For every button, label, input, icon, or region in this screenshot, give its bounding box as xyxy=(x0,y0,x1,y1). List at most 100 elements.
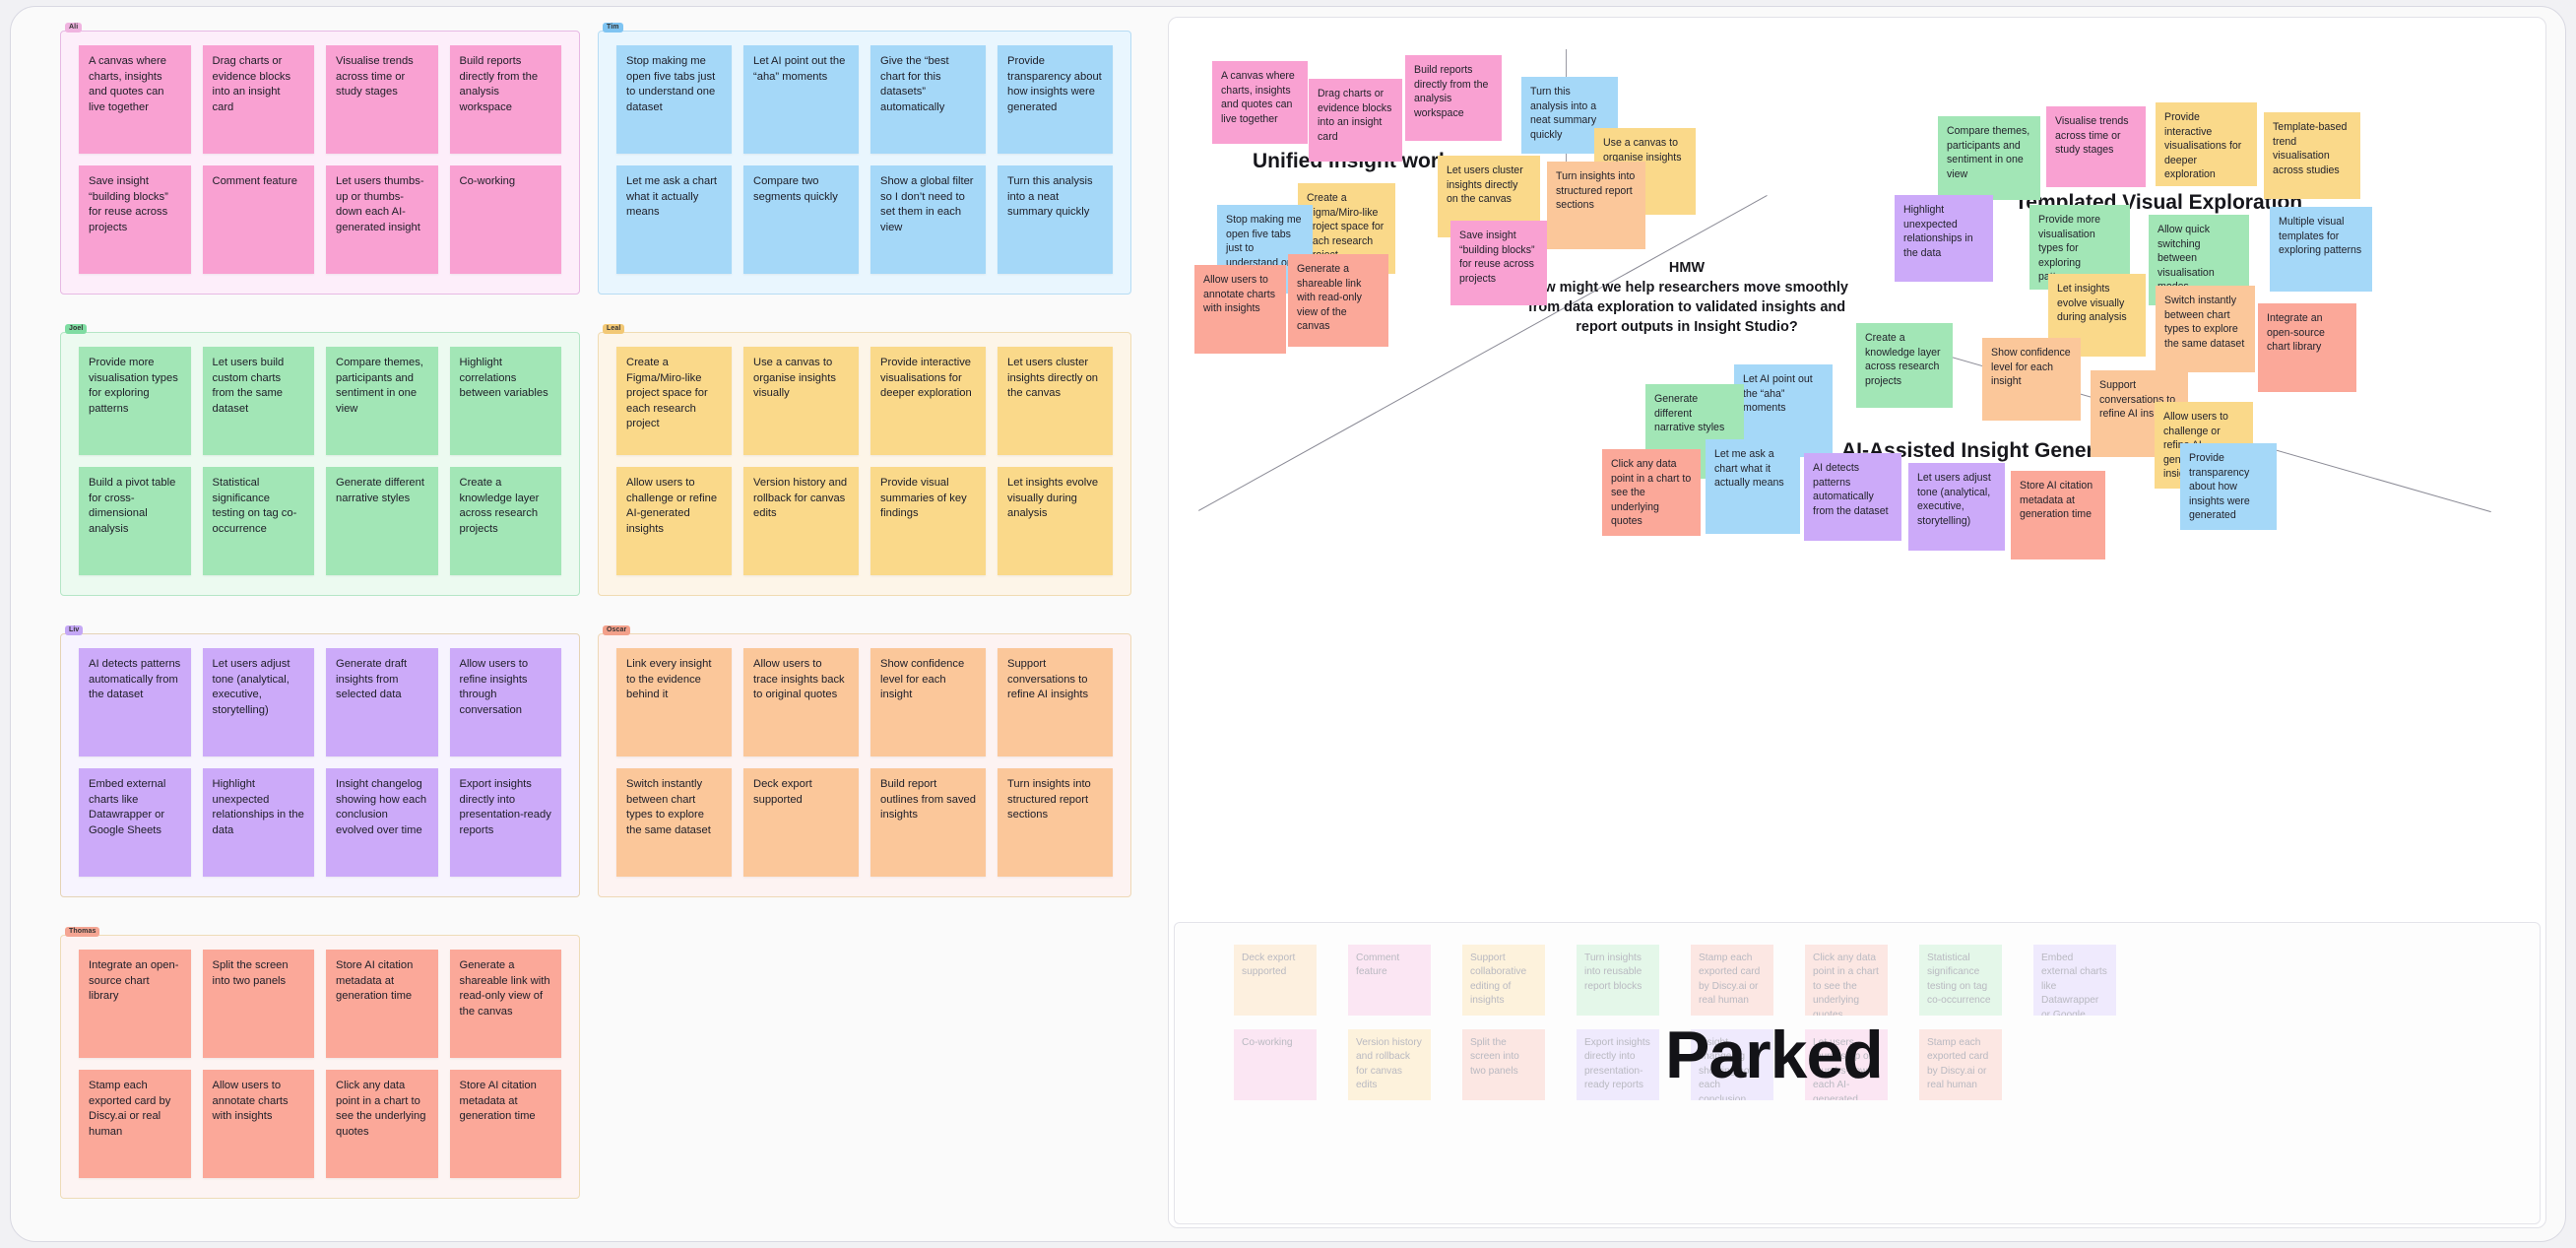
sticky-note[interactable]: Provide visual summaries of key findings xyxy=(870,467,986,575)
sticky-note[interactable]: Generate a shareable link with read-only… xyxy=(449,950,561,1058)
sticky-note[interactable]: Insight changelog showing how each concl… xyxy=(326,768,438,877)
canvas-sticky-note[interactable]: Show confidence level for each insight xyxy=(1982,338,2081,421)
canvas-sticky-note[interactable]: Integrate an open-source chart library xyxy=(2258,303,2356,392)
sticky-note[interactable]: Show confidence level for each insight xyxy=(870,648,986,756)
sticky-note[interactable]: Generate draft insights from selected da… xyxy=(326,648,438,756)
canvas-sticky-note[interactable]: Let users adjust tone (analytical, execu… xyxy=(1908,463,2005,551)
sticky-note[interactable]: Provide interactive visualisations for d… xyxy=(870,347,986,455)
canvas-sticky-note[interactable]: Provide interactive visualisations for d… xyxy=(2156,102,2257,186)
sticky-note[interactable]: Compare two segments quickly xyxy=(743,165,859,274)
canvas-sticky-note[interactable]: Turn insights into structured report sec… xyxy=(1547,162,1645,249)
sticky-note[interactable]: Let users adjust tone (analytical, execu… xyxy=(202,648,314,756)
canvas-sticky-note[interactable]: Click any data point in a chart to see t… xyxy=(1602,449,1701,536)
affinity-canvas[interactable]: Unified Insight workspace Templated Visu… xyxy=(1168,17,2546,1228)
canvas-sticky-note[interactable]: Create a knowledge layer across research… xyxy=(1856,323,1953,408)
sticky-note[interactable]: Split the screen into two panels xyxy=(202,950,314,1058)
canvas-sticky-note[interactable]: Let me ask a chart what it actually mean… xyxy=(1706,439,1800,534)
canvas-sticky-note[interactable]: Let insights evolve visually during anal… xyxy=(2048,274,2146,357)
sticky-note[interactable]: Store AI citation metadata at generation… xyxy=(326,950,438,1058)
sticky-note[interactable]: Stop making me open five tabs just to un… xyxy=(616,45,732,154)
sticky-note[interactable]: A canvas where charts, insights and quot… xyxy=(79,45,191,154)
canvas-sticky-note[interactable]: Allow users to annotate charts with insi… xyxy=(1194,265,1286,354)
sticky-note[interactable]: Support conversations to refine AI insig… xyxy=(998,648,1113,756)
sticky-note[interactable]: Switch instantly between chart types to … xyxy=(616,768,732,877)
sticky-note[interactable]: Turn insights into structured report sec… xyxy=(998,768,1113,877)
sticky-note[interactable]: Turn this analysis into a neat summary q… xyxy=(998,165,1113,274)
sticky-note[interactable]: Let me ask a chart what it actually mean… xyxy=(616,165,732,274)
sticky-note[interactable]: Let users thumbs-up or thumbs-down each … xyxy=(326,165,438,274)
canvas-sticky-note[interactable]: Compare themes, participants and sentime… xyxy=(1938,116,2040,200)
sticky-note[interactable]: Co-working xyxy=(449,165,561,274)
sticky-note[interactable]: Drag charts or evidence blocks into an i… xyxy=(202,45,314,154)
sticky-note[interactable]: Export insights directly into presentati… xyxy=(449,768,561,877)
sticky-note[interactable]: Build reports directly from the analysis… xyxy=(449,45,561,154)
canvas-sticky-note[interactable]: Store AI citation metadata at generation… xyxy=(2011,471,2105,559)
canvas-sticky-note[interactable]: Template-based trend visualisation acros… xyxy=(2264,112,2360,199)
canvas-sticky-note[interactable]: Turn this analysis into a neat summary q… xyxy=(1521,77,1618,154)
parked-sticky-note[interactable]: Split the screen into two panels xyxy=(1462,1029,1545,1100)
parked-sticky-note[interactable]: Stamp each exported card by Discy.ai or … xyxy=(1691,945,1773,1016)
sticky-note[interactable]: Let users cluster insights directly on t… xyxy=(998,347,1113,455)
sticky-note[interactable]: Save insight “building blocks” for reuse… xyxy=(79,165,191,274)
canvas-sticky-note[interactable]: Build reports directly from the analysis… xyxy=(1405,55,1502,141)
parked-sticky-note[interactable]: Comment feature xyxy=(1348,945,1431,1016)
sticky-note[interactable]: AI detects patterns automatically from t… xyxy=(79,648,191,756)
parked-sticky-note[interactable]: Turn insights into reusable report block… xyxy=(1577,945,1659,1016)
sticky-note[interactable]: Visualise trends across time or study st… xyxy=(326,45,438,154)
sticky-note[interactable]: Store AI citation metadata at generation… xyxy=(449,1070,561,1178)
canvas-sticky-note[interactable]: Highlight unexpected relationships in th… xyxy=(1895,195,1993,282)
parked-sticky-note[interactable]: Statistical significance testing on tag … xyxy=(1919,945,2002,1016)
sticky-note[interactable]: Let insights evolve visually during anal… xyxy=(998,467,1113,575)
sticky-note[interactable]: Allow users to challenge or refine AI-ge… xyxy=(616,467,732,575)
sticky-note[interactable]: Let users build custom charts from the s… xyxy=(202,347,314,455)
sticky-note[interactable]: Build report outlines from saved insight… xyxy=(870,768,986,877)
parked-sticky-note[interactable]: Support collaborative editing of insight… xyxy=(1462,945,1545,1016)
parked-sticky-note[interactable]: Deck export supported xyxy=(1234,945,1317,1016)
parked-sticky-note[interactable]: Stamp each exported card by Discy.ai or … xyxy=(1919,1029,2002,1100)
canvas-sticky-note[interactable]: Multiple visual templates for exploring … xyxy=(2270,207,2372,292)
parked-sticky-note[interactable]: Insight changelog showing how each concl… xyxy=(1691,1029,1773,1100)
canvas-sticky-note[interactable]: A canvas where charts, insights and quot… xyxy=(1212,61,1308,144)
sticky-note[interactable]: Allow users to refine insights through c… xyxy=(449,648,561,756)
sticky-note[interactable]: Highlight unexpected relationships in th… xyxy=(202,768,314,877)
sticky-note[interactable]: Generate different narrative styles xyxy=(326,467,438,575)
sticky-note[interactable]: Highlight correlations between variables xyxy=(449,347,561,455)
sticky-note[interactable]: Let AI point out the “aha” moments xyxy=(743,45,859,154)
sticky-note[interactable]: Provide more visualisation types for exp… xyxy=(79,347,191,455)
parked-sticky-note[interactable]: Embed external charts like Datawrapper o… xyxy=(2033,945,2116,1016)
sticky-note[interactable]: Allow users to trace insights back to or… xyxy=(743,648,859,756)
canvas-sticky-note[interactable]: Switch instantly between chart types to … xyxy=(2156,286,2255,372)
canvas-sticky-note[interactable]: Generate a shareable link with read-only… xyxy=(1288,254,1388,347)
sticky-note[interactable]: Comment feature xyxy=(202,165,314,274)
sticky-note[interactable]: Click any data point in a chart to see t… xyxy=(326,1070,438,1178)
sticky-note[interactable]: Link every insight to the evidence behin… xyxy=(616,648,732,756)
sticky-note[interactable]: Embed external charts like Datawrapper o… xyxy=(79,768,191,877)
sticky-note[interactable]: Create a Figma/Miro-like project space f… xyxy=(616,347,732,455)
parked-sticky-note[interactable]: Click any data point in a chart to see t… xyxy=(1805,945,1888,1016)
parked-sticky-note[interactable]: Export insights directly into presentati… xyxy=(1577,1029,1659,1100)
sticky-note[interactable]: Show a global filter so I don’t need to … xyxy=(870,165,986,274)
sticky-note[interactable]: Compare themes, participants and sentime… xyxy=(326,347,438,455)
canvas-sticky-note[interactable]: Provide transparency about how insights … xyxy=(2180,443,2277,530)
parked-sticky-note[interactable]: Let users thumbs-up or thumbs-down each … xyxy=(1805,1029,1888,1100)
sticky-note[interactable]: Allow users to annotate charts with insi… xyxy=(202,1070,314,1178)
sticky-note[interactable]: Create a knowledge layer across research… xyxy=(449,467,561,575)
canvas-sticky-note[interactable]: AI detects patterns automatically from t… xyxy=(1804,453,1901,541)
sticky-note[interactable]: Provide transparency about how insights … xyxy=(998,45,1113,154)
sticky-note[interactable]: Use a canvas to organise insights visual… xyxy=(743,347,859,455)
canvas-sticky-note[interactable]: Drag charts or evidence blocks into an i… xyxy=(1309,79,1402,162)
sticky-note[interactable]: Integrate an open-source chart library xyxy=(79,950,191,1058)
parked-sticky-note[interactable]: Co-working xyxy=(1234,1029,1317,1100)
canvas-sticky-note[interactable]: Save insight “building blocks” for reuse… xyxy=(1450,221,1547,305)
sticky-note[interactable]: Deck export supported xyxy=(743,768,859,877)
canvas-sticky-note[interactable]: Visualise trends across time or study st… xyxy=(2046,106,2146,187)
sticky-note[interactable]: Version history and rollback for canvas … xyxy=(743,467,859,575)
sticky-note[interactable]: Stamp each exported card by Discy.ai or … xyxy=(79,1070,191,1178)
sticky-note[interactable]: Give the “best chart for this datasets” … xyxy=(870,45,986,154)
